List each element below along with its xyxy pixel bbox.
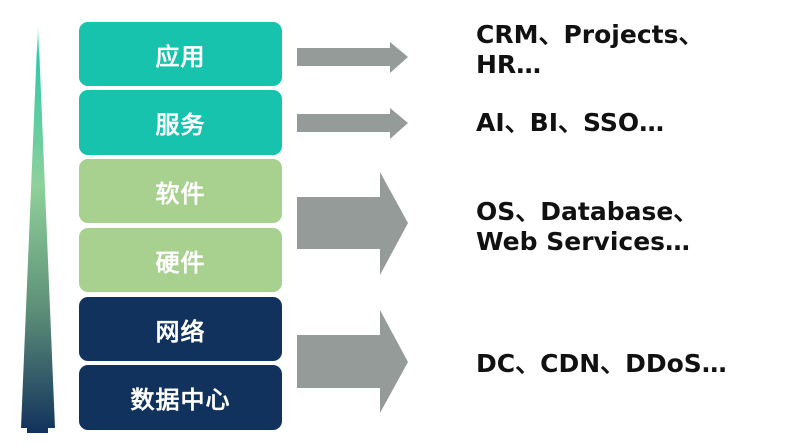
description-network-datacenter: DC、CDN、DDoS…	[476, 349, 727, 378]
arrow-right-icon	[297, 108, 408, 139]
arrow-right-icon	[297, 42, 408, 73]
layer-label: 数据中心	[130, 386, 231, 414]
layer-label: 服务	[155, 111, 206, 139]
layer-label: 网络	[155, 317, 206, 346]
description-services: AI、BI、SSO…	[476, 108, 665, 137]
layer-label: 应用	[155, 42, 206, 71]
layer-software: 软件	[79, 159, 282, 223]
layer-label: 硬件	[155, 248, 206, 277]
arrow-right-icon	[297, 310, 408, 413]
layer-network: 网络	[79, 297, 282, 361]
layer-datacenter: 数据中心	[79, 365, 282, 430]
layer-service: 服务	[79, 90, 282, 155]
description-applications: CRM、Projects、 HR…	[476, 20, 704, 79]
layer-label: 软件	[155, 179, 206, 208]
gradient-spike-icon	[21, 22, 55, 433]
layer-hardware: 硬件	[79, 228, 282, 292]
description-software-hardware: OS、Database、 Web Services…	[476, 197, 699, 256]
layer-application: 应用	[79, 22, 282, 86]
arrow-right-icon	[297, 172, 408, 275]
